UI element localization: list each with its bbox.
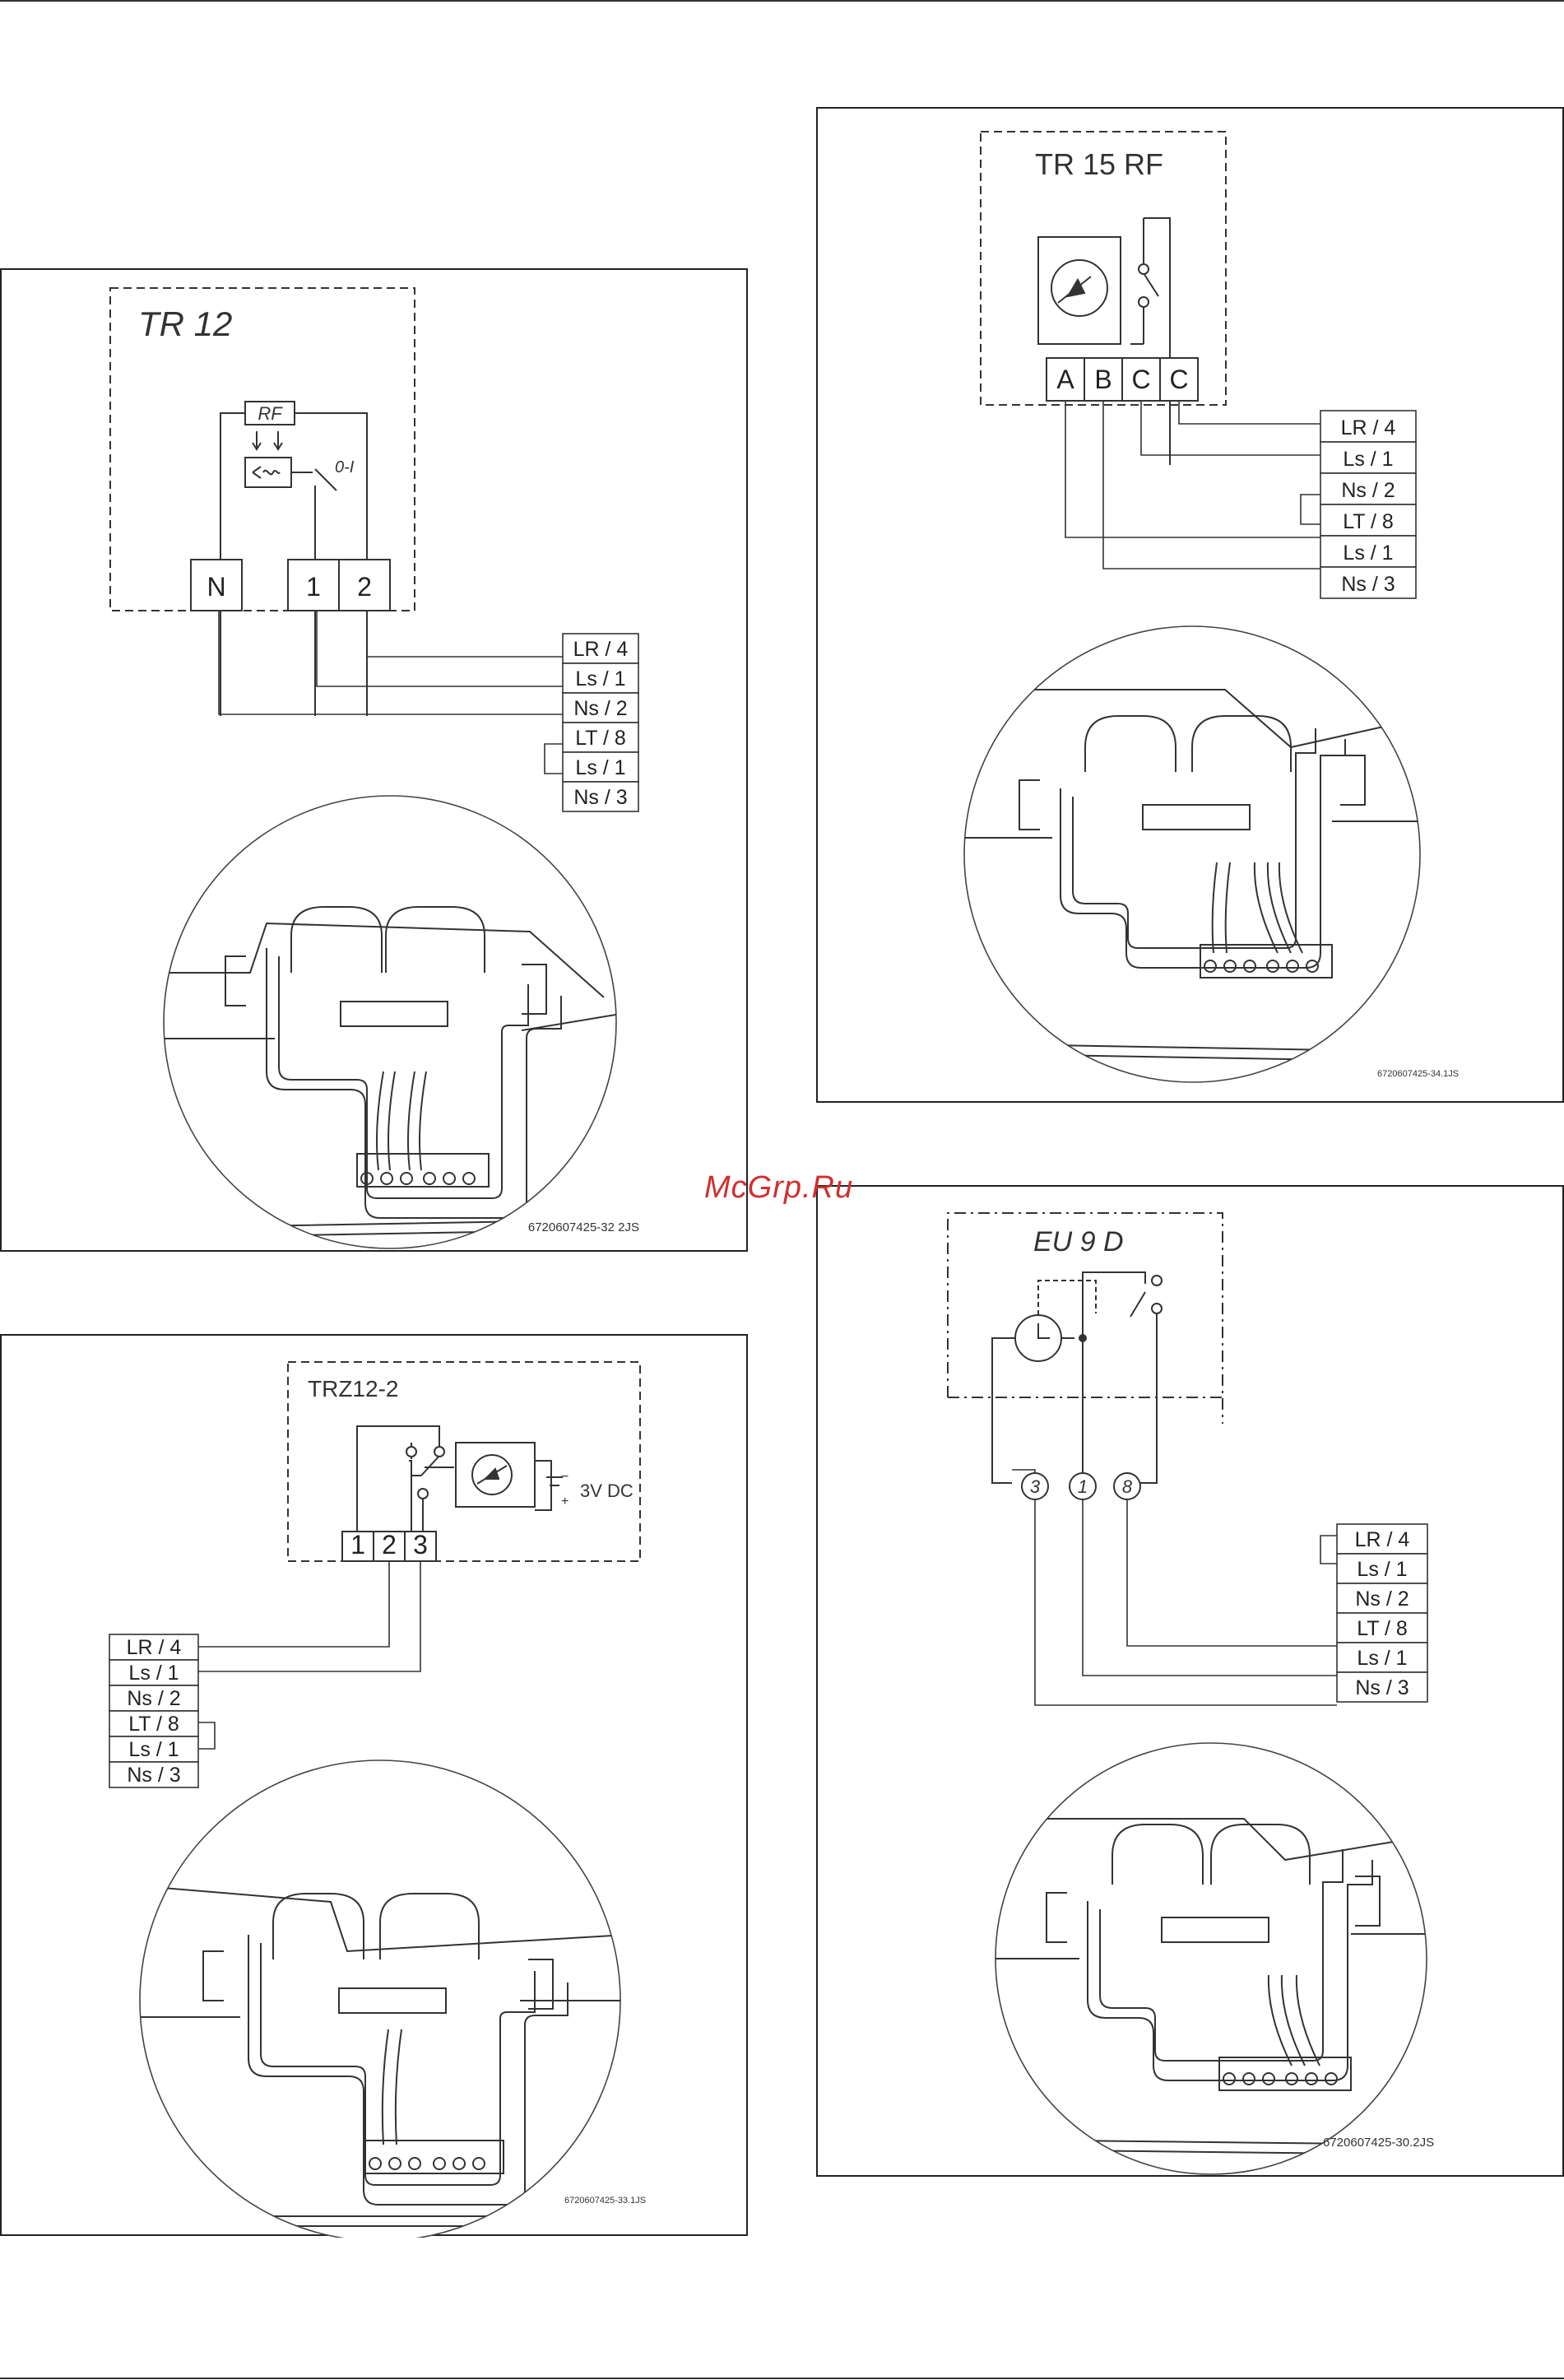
eu9d-terminals: 3 1 8 [1021, 1472, 1141, 1500]
terminal-label: N [207, 572, 225, 602]
table-cell: Ns / 3 [573, 786, 627, 809]
bottom-rule [0, 2378, 1564, 2379]
watermark-text: McGrp.Ru [704, 1170, 854, 1205]
table-cell: Ls / 1 [575, 667, 625, 690]
tr15rf-thermostat-outline [980, 131, 1227, 406]
table-cell: Ls / 1 [1343, 542, 1393, 565]
panel-tr12: TR 12 RF 0-I N 1 2 LR / 4 Ls / 1 Ns / 2 … [0, 268, 748, 1252]
terminal-label: 1 [350, 1530, 365, 1560]
table-cell: Ns / 2 [573, 697, 627, 720]
terminal-label: 2 [382, 1530, 397, 1560]
terminal-label: 3 [1030, 1476, 1041, 1497]
sensor-box [455, 1442, 536, 1508]
supply-label: 3V DC [580, 1481, 633, 1501]
table-cell: LR / 4 [1355, 1528, 1410, 1551]
table-cell: Ls / 1 [575, 756, 625, 779]
rf-label: RF [258, 403, 283, 424]
eu9d-outline [947, 1212, 1223, 1424]
tr12-terminal-table: LR / 4 Ls / 1 Ns / 2 LT / 8 Ls / 1 Ns / … [562, 633, 639, 812]
table-cell: Ns / 2 [1341, 479, 1395, 502]
tr12-thermostat-outline [109, 287, 415, 611]
tr12-title: TR 12 [138, 304, 232, 343]
table-cell: LR / 4 [573, 638, 629, 661]
terminal-label: B [1094, 365, 1112, 394]
panel-trz12: TRZ12-2 1 2 3 3V DC − + LR / 4 Ls / 1 Ns… [0, 1334, 748, 2238]
table-cell: LT / 8 [128, 1713, 179, 1736]
eu9d-terminal-table: LR / 4 Ls / 1 Ns / 2 LT / 8 Ls / 1 Ns / … [1336, 1523, 1428, 1703]
terminal-2 [338, 559, 391, 611]
terminal-label: C [1169, 365, 1188, 394]
eu9d-diagram: EU 9 D 3 1 8 LR / 4 Ls / 1 Ns / 2 LT / 8… [947, 1212, 1434, 2175]
tr12-diagram: TR 12 RF 0-I N 1 2 LR / 4 Ls / 1 Ns / 2 … [109, 287, 639, 1249]
trz12-thermostat-outline [287, 1361, 641, 1562]
trz12-connector-illustration [139, 1759, 621, 2238]
table-cell: LT / 8 [1343, 510, 1394, 533]
switch-label: 0-I [335, 458, 355, 476]
trz12-diagram: TRZ12-2 1 2 3 3V DC − + LR / 4 Ls / 1 Ns… [109, 1361, 646, 2238]
table-cell: Ns / 2 [1355, 1587, 1409, 1611]
table-cell: Ls / 1 [1343, 448, 1393, 471]
terminal-label: C [1131, 365, 1150, 394]
terminal-label: 1 [306, 572, 321, 602]
terminal-label: 1 [1078, 1476, 1088, 1497]
figure-code: 6720607425-32 2JS [528, 1220, 639, 1234]
table-cell: Ls / 1 [1357, 1647, 1407, 1670]
terminal-label: A [1056, 365, 1074, 394]
terminal-1 [287, 559, 340, 611]
eu9d-connector-illustration [995, 1742, 1427, 2175]
table-cell: LR / 4 [1341, 416, 1396, 439]
figure-code: 6720607425-34.1JS [1377, 1069, 1459, 1079]
table-cell: LT / 8 [1357, 1617, 1408, 1640]
tr15rf-connector-illustration [963, 625, 1421, 1083]
trz12-title: TRZ12-2 [308, 1376, 398, 1402]
terminal-label: 2 [357, 572, 372, 602]
panel-tr15rf: TR 15 RF A B C C LR / 4 Ls / 1 Ns / 2 LT… [816, 107, 1564, 1103]
sensor-box [1037, 236, 1121, 345]
tr15rf-terminal-strip [1046, 357, 1199, 402]
figure-code: 6720607425-30.2JS [1323, 2136, 1434, 2150]
table-cell: Ls / 1 [128, 1738, 179, 1761]
tr15rf-diagram: TR 15 RF A B C C LR / 4 Ls / 1 Ns / 2 LT… [963, 131, 1459, 1083]
terminal-N [190, 559, 243, 611]
trz12-terminal-table: LR / 4 Ls / 1 Ns / 2 LT / 8 Ls / 1 Ns / … [109, 1634, 199, 1788]
eu9d-title: EU 9 D [1033, 1226, 1124, 1257]
trz12-terminal-strip [341, 1531, 437, 1562]
table-cell: Ns / 3 [1355, 1676, 1409, 1699]
table-cell: Ns / 2 [127, 1687, 180, 1710]
terminal-label: 3 [413, 1530, 428, 1560]
table-cell: Ls / 1 [128, 1662, 179, 1685]
minus-sign: − [561, 1470, 569, 1484]
table-cell: Ns / 3 [1341, 573, 1395, 596]
plus-sign: + [561, 1494, 569, 1508]
table-cell: Ns / 3 [127, 1764, 180, 1787]
terminal-label: 8 [1122, 1476, 1133, 1497]
tr15rf-terminal-table: LR / 4 Ls / 1 Ns / 2 LT / 8 Ls / 1 Ns / … [1320, 410, 1417, 599]
top-rule [0, 0, 1564, 2]
table-cell: LR / 4 [127, 1636, 182, 1659]
panel-eu9d: EU 9 D 3 1 8 LR / 4 Ls / 1 Ns / 2 LT / 8… [816, 1185, 1564, 2177]
table-cell: LT / 8 [575, 727, 626, 750]
figure-code: 6720607425-33.1JS [564, 2196, 646, 2206]
table-cell: Ls / 1 [1357, 1558, 1407, 1581]
tr12-connector-illustration [163, 795, 617, 1249]
tr15rf-title: TR 15 RF [1035, 147, 1163, 181]
